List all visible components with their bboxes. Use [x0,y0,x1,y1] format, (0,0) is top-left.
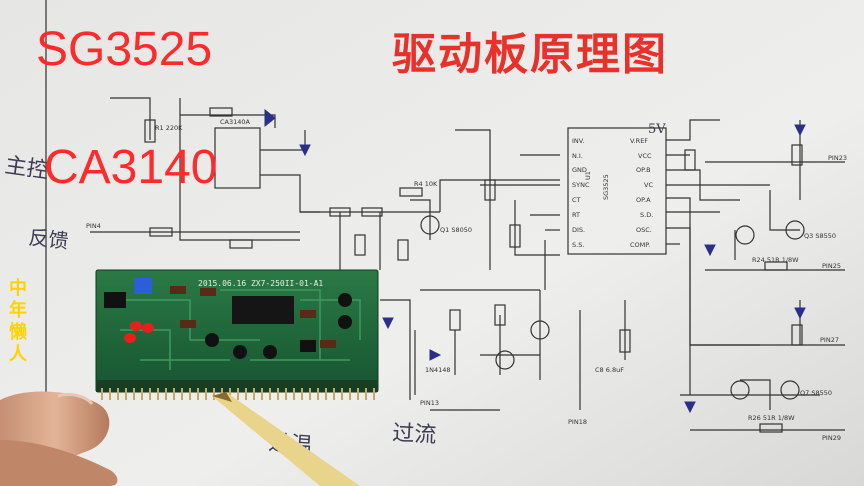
pcb-silkscreen: 2015.06.16 ZX7-250II-01-A1 [198,279,323,288]
diode-label: 1N4148 [425,366,451,374]
net-pin25: PIN25 [822,262,841,270]
pin-opa: OP.A [636,196,651,204]
channel-watermark: 中年懒人 [9,278,27,365]
chip-label-sg3525: SG3525 [36,23,213,76]
pin-ni: N.I. [572,152,583,160]
pin-sync: SYNC [572,181,590,189]
ic-u1-ref: U1 [584,171,592,180]
pin-osc: OSC. [636,226,652,234]
r4-label: R4 10K [414,180,438,188]
diodes [264,108,806,414]
pin-opb: OP.B [636,166,651,174]
net-pin23: PIN23 [828,154,847,162]
pin-vcc: VCC [638,152,652,160]
pcb-trimpot [134,278,152,294]
pen-pointer [212,392,360,486]
pin-vref: V.REF [630,137,648,145]
chip-label-ca3140: CA3140 [44,141,218,194]
note-feedback: 反馈 [27,225,69,253]
r24-label: R24 51R 1/8W [752,256,799,264]
pin-ss: S.S. [572,241,584,249]
schematic-text: CA3140A SG3525 U1 INV. N.I. GND SYNC CT … [86,118,847,442]
q1-label: Q1 S8050 [440,226,472,234]
page-title: 驱动板原理图 [392,29,668,80]
r1-label: R1 220K [155,124,183,132]
net-pin29: PIN29 [822,434,841,442]
note-overcurrent: 过流 [392,421,437,448]
pcb-ic-left [104,292,126,308]
q7-label: Q7 S8550 [800,389,832,397]
q3-label: Q3 S8550 [804,232,836,240]
note-main-control: 主控 [3,153,50,184]
pin-rt: RT [572,211,580,219]
pin-sd: S.D. [640,211,653,219]
ic-u1-label: SG3525 [602,174,610,200]
pin-dis: DIS. [572,226,585,234]
net-pin13: PIN13 [420,399,439,407]
handwritten-notes: 主控 反馈 过温 过流 [3,153,437,459]
pin-comp: COMP. [630,241,650,249]
r26-label: R26 51R 1/8W [748,414,795,422]
pin-vc: VC [644,181,653,189]
ic-u2-label: CA3140A [220,118,251,126]
pcb-ic-main [232,296,294,324]
pin-gnd: GND [572,166,587,174]
net-pin4: PIN4 [86,222,101,230]
pcb-board: 2015.06.16 ZX7-250II-01-A1 [95,269,379,400]
pin-ct: CT [572,196,581,204]
hand [0,391,118,486]
net-pin27: PIN27 [820,336,839,344]
vref-5v-note: 5V [648,122,666,137]
pin-inv: INV. [572,137,584,145]
c8-label: C8 6.8uF [595,366,624,374]
net-pin18: PIN18 [568,418,587,426]
